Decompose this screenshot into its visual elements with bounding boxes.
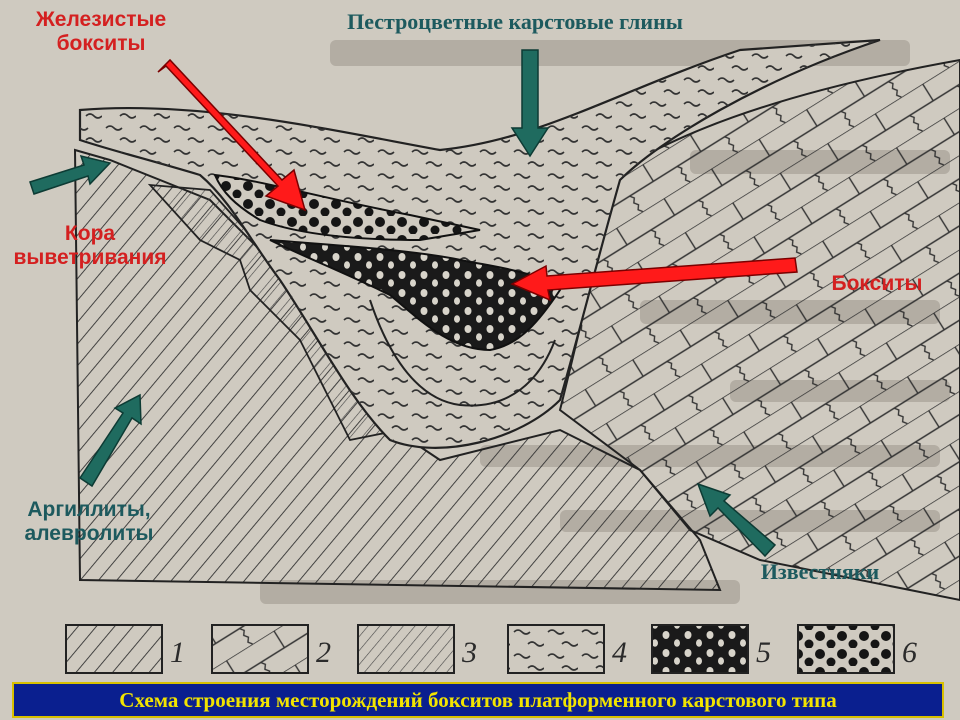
red-arrow-bauxite xyxy=(510,257,798,302)
legend-number-5: 5 xyxy=(756,636,771,669)
label-bauxite: Бокситы xyxy=(831,272,923,295)
legend-number-2: 2 xyxy=(316,636,331,669)
label-weathering-crust-line1: Кора xyxy=(64,222,116,245)
karst-clay-waves xyxy=(80,40,880,448)
label-weathering-crust-line2: выветривания xyxy=(13,246,167,269)
label-argillites-line1: Аргиллиты, xyxy=(27,498,151,521)
legend-number-3: 3 xyxy=(461,636,477,669)
bauxite-body xyxy=(269,239,562,352)
legend-swatch-1 xyxy=(65,624,163,674)
red-arrow-ferrous-bauxite xyxy=(157,58,307,212)
legend-swatch-6 xyxy=(797,624,895,674)
legend-swatch-2 xyxy=(211,624,309,674)
label-ferrous-bauxite: Железистые бокситы xyxy=(6,8,196,56)
label-ferrous-bauxite-line1: Железистые xyxy=(35,8,167,31)
label-weathering-crust: Кора выветривания xyxy=(0,222,180,270)
teal-arrow-argillites xyxy=(78,393,142,488)
teal-arrow-weathering-crust xyxy=(29,154,112,195)
arrows xyxy=(29,49,798,558)
label-argillites-line2: алевролиты xyxy=(24,522,154,545)
label-argillites: Аргиллиты, алевролиты xyxy=(4,498,174,546)
caption-banner: Схема строения месторождений бокситов пл… xyxy=(12,682,944,718)
legend-swatch-3 xyxy=(357,624,455,674)
teal-arrow-limestones xyxy=(696,482,777,558)
legend-swatch-4 xyxy=(507,624,605,674)
legend-number-6: 6 xyxy=(902,636,917,669)
clay-pocket-outline xyxy=(369,299,556,407)
legend-swatch-5 xyxy=(651,624,749,674)
legend-number-4: 4 xyxy=(612,636,627,669)
teal-arrow-karst-clays xyxy=(510,49,550,158)
legend: 1 2 3 4 5 6 xyxy=(65,624,917,674)
label-ferrous-bauxite-line2: бокситы xyxy=(56,32,146,55)
legend-number-1: 1 xyxy=(170,636,185,669)
label-limestones: Известняки xyxy=(760,559,880,584)
label-karst-clays: Пестроцветные карстовые глины xyxy=(347,9,683,34)
